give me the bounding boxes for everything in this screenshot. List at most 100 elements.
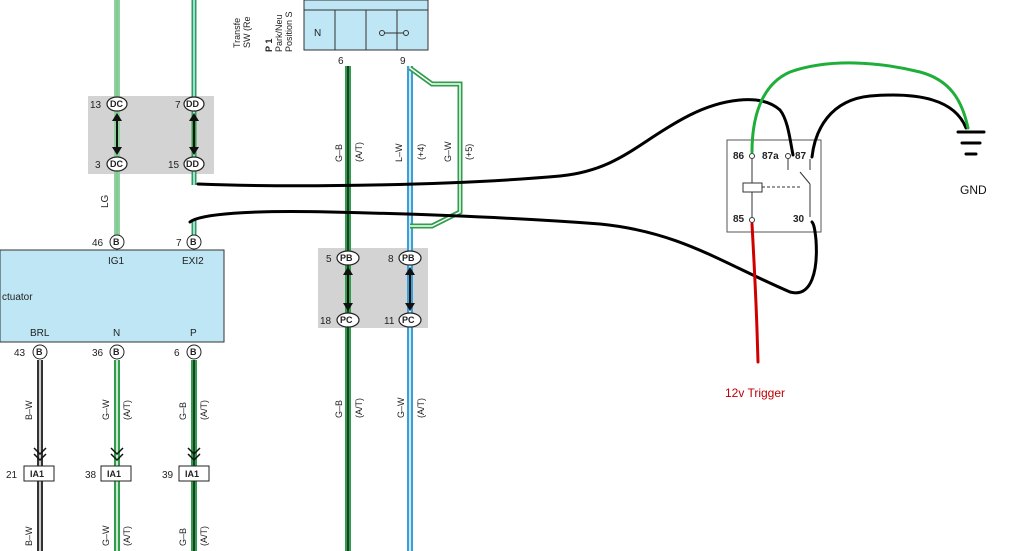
svg-text:DD: DD (186, 159, 199, 169)
svg-text:PB: PB (402, 253, 415, 263)
wire-label-at-top: (A/T) (354, 142, 364, 162)
svg-text:P 1: P 1 (264, 39, 274, 52)
hand-wire-dd-to-relay (196, 98, 795, 188)
svg-text:B: B (36, 347, 43, 357)
svg-text:18: 18 (320, 316, 332, 327)
svg-text:DC: DC (110, 159, 123, 169)
svg-text:PC: PC (402, 315, 415, 325)
switch-pin-6: 6 (338, 56, 344, 67)
actuator-pin-n: 36 B (92, 344, 125, 360)
switch-contact-icon (379, 30, 409, 36)
svg-text:13: 13 (90, 100, 102, 111)
svg-text:3: 3 (95, 160, 101, 171)
svg-text:B: B (113, 347, 120, 357)
gnd-label: GND (960, 183, 987, 197)
svg-text:39: 39 (162, 470, 174, 481)
svg-text:B: B (190, 347, 197, 357)
wire-label-at-2: (A/T) (199, 400, 209, 420)
svg-text:8: 8 (388, 254, 394, 265)
relay-pin-86: 86 (733, 151, 745, 162)
chevron-down-icon (33, 447, 201, 462)
relay-coil-icon (742, 153, 811, 223)
svg-text:43: 43 (14, 348, 26, 359)
wire-label-g-w-2: G–W (101, 525, 111, 546)
hand-wire-green-to-gnd (750, 61, 970, 154)
actuator-pin-p: 6 B (174, 344, 202, 360)
wire-label-g-w-1: G–W (101, 399, 111, 420)
ia1-connector-21: 21 IA1 (6, 465, 55, 482)
switch-pin-9: 9 (400, 56, 406, 67)
switch-n-label: N (314, 28, 321, 39)
wire-label-g-b-1: G–B (178, 402, 188, 420)
connector-arrow-icon (112, 113, 199, 155)
actuator-label-brl: BRL (30, 328, 50, 339)
connector-dc-bottom: 3 DC 15 DD (95, 156, 205, 172)
svg-text:Park/Neu: Park/Neu (274, 14, 284, 52)
svg-text:46: 46 (92, 238, 104, 249)
actuator-name: ctuator (2, 292, 33, 303)
svg-text:PC: PC (340, 315, 353, 325)
svg-text:IA1: IA1 (30, 469, 44, 479)
trigger-label: 12v Trigger (725, 386, 785, 400)
actuator-pin-brl: 43 B (14, 344, 48, 360)
ia1-connector-39: 39 IA1 (162, 465, 210, 482)
ground-icon (956, 130, 986, 156)
wire-label-g-b-2: G–B (178, 528, 188, 546)
svg-text:IA1: IA1 (185, 469, 199, 479)
wire-label-plus5: (+5) (464, 144, 474, 160)
wire-label-g-b-bottom: G–B (334, 400, 344, 418)
wire-label-b-w-2: B–W (24, 526, 34, 546)
connector-pc: 18 PC 11 PC (320, 312, 422, 328)
actuator-box (0, 249, 225, 343)
wire-label-at-bottom-2: (A/T) (416, 398, 426, 418)
wire-label-b-w-1: B–W (24, 400, 34, 420)
svg-text:15: 15 (168, 160, 180, 171)
svg-text:IG1: IG1 (108, 256, 125, 267)
wire-label-at-1: (A/T) (122, 400, 132, 420)
svg-text:7: 7 (176, 238, 182, 249)
svg-text:Transfe: Transfe (232, 18, 242, 48)
connector-pb: 5 PB 8 PB (326, 250, 422, 266)
svg-text:38: 38 (85, 470, 97, 481)
svg-text:B: B (113, 237, 120, 247)
connector-dc-top: 13 DC 7 DD (90, 96, 205, 112)
svg-text:DD: DD (186, 99, 199, 109)
relay-pin-30: 30 (793, 214, 805, 225)
svg-text:36: 36 (92, 348, 104, 359)
switch-title: Transfe SW (Re (232, 17, 252, 49)
wire-label-plus4: (+4) (416, 144, 426, 160)
svg-text:5: 5 (326, 254, 332, 265)
connector-arrow-icon (343, 267, 415, 311)
relay-pin-85: 85 (733, 214, 745, 225)
wire-label-at-bottom: (A/T) (354, 398, 364, 418)
wire-label-at-3: (A/T) (122, 526, 132, 546)
svg-text:DC: DC (110, 99, 123, 109)
svg-text:7: 7 (175, 100, 181, 111)
wire-label-l-w: L–W (394, 143, 404, 162)
switch-subtitle: P 1 Park/Neu Position S (264, 11, 294, 52)
svg-text:EXI2: EXI2 (182, 256, 204, 267)
actuator-label-n: N (113, 328, 120, 339)
svg-text:21: 21 (6, 470, 18, 481)
actuator-pin-exi2: 7 B EXI2 (176, 234, 204, 267)
hand-wire-red-trigger (750, 222, 760, 364)
svg-text:PB: PB (340, 253, 353, 263)
ia1-connector-38: 38 IA1 (85, 465, 132, 482)
svg-text:IA1: IA1 (107, 469, 121, 479)
relay-pin-87a: 87a (762, 151, 779, 162)
wire-label-g-w-top: G–W (443, 141, 453, 162)
wire-label-lg: LG (100, 194, 111, 208)
wire-label-g-w-bottom: G–W (396, 397, 406, 418)
svg-text:6: 6 (174, 348, 180, 359)
actuator-pin-ig1: 46 B IG1 (92, 234, 125, 267)
actuator-label-p: P (190, 328, 197, 339)
relay-pin-87: 87 (795, 151, 807, 162)
wire-label-at-4: (A/T) (199, 526, 209, 546)
hand-wire-relay-to-gnd (810, 93, 968, 159)
hand-wire-exi2-to-relay (188, 209, 818, 295)
svg-text:B: B (190, 237, 197, 247)
svg-text:11: 11 (384, 316, 395, 327)
svg-text:Position S: Position S (284, 11, 294, 52)
